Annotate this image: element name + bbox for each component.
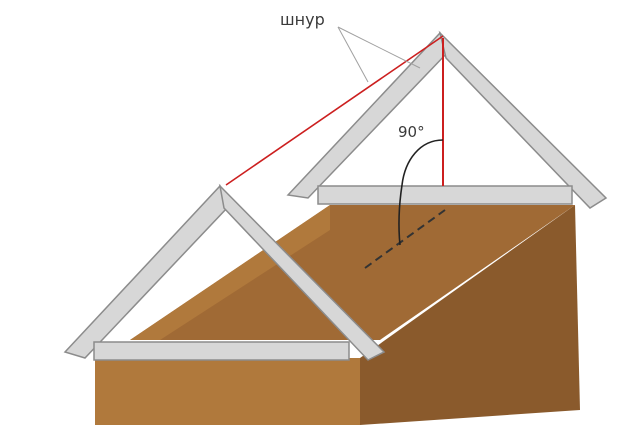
- back-truss-right-rafter: [438, 30, 608, 209]
- box-side-wall: [360, 205, 580, 425]
- center-dashed-line: [364, 209, 446, 269]
- back-truss-tie-beam: [317, 185, 573, 205]
- box-front-wall: [95, 358, 360, 425]
- front-truss-right-rafter: [218, 183, 386, 361]
- cord-pointer-line-1: [337, 26, 369, 83]
- back-truss: [286, 30, 608, 209]
- angle-arc: [398, 139, 444, 246]
- front-truss-tie-beam: [93, 341, 350, 361]
- cord-pointer-line-2: [337, 26, 421, 69]
- cord-line: [225, 35, 444, 186]
- cord-label: шнур: [280, 10, 325, 29]
- back-truss-left-rafter: [286, 31, 449, 199]
- house-box: [95, 205, 580, 425]
- angle-label: 90°: [398, 123, 425, 141]
- box-back-left-wall: [130, 205, 330, 340]
- front-truss: [63, 183, 386, 361]
- box-inner-wall: [130, 205, 575, 340]
